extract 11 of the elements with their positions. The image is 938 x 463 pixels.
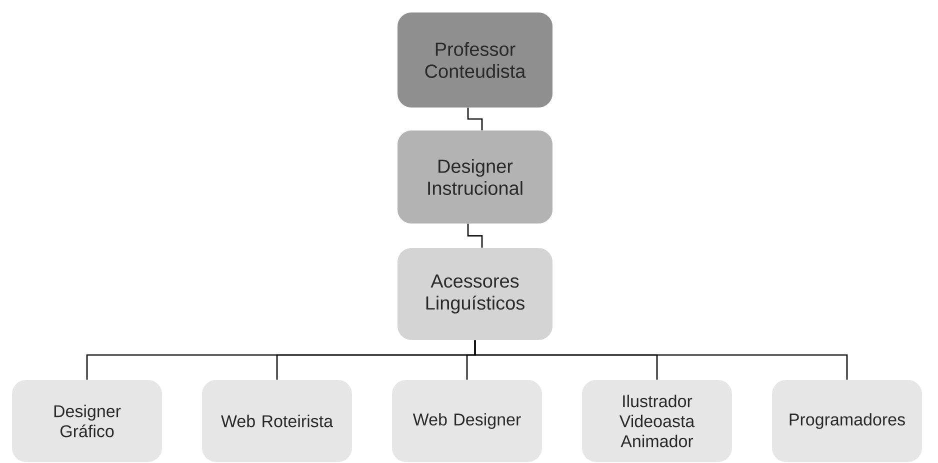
connector-line — [467, 224, 483, 248]
connector-line — [467, 108, 483, 130]
org-box: Web Designer — [392, 380, 542, 462]
org-box: Ilustrador Videoasta Animador — [582, 380, 732, 462]
org-box: Designer Instrucional — [398, 130, 552, 224]
org-box: Acessores Linguísticos — [398, 248, 552, 340]
connector-line — [474, 340, 848, 380]
org-box: Professor Conteudista — [398, 12, 552, 108]
org-box: Designer Gráfico — [12, 380, 162, 462]
org-box: Web Roteirista — [202, 380, 352, 462]
org-box: Programadores — [772, 380, 922, 462]
